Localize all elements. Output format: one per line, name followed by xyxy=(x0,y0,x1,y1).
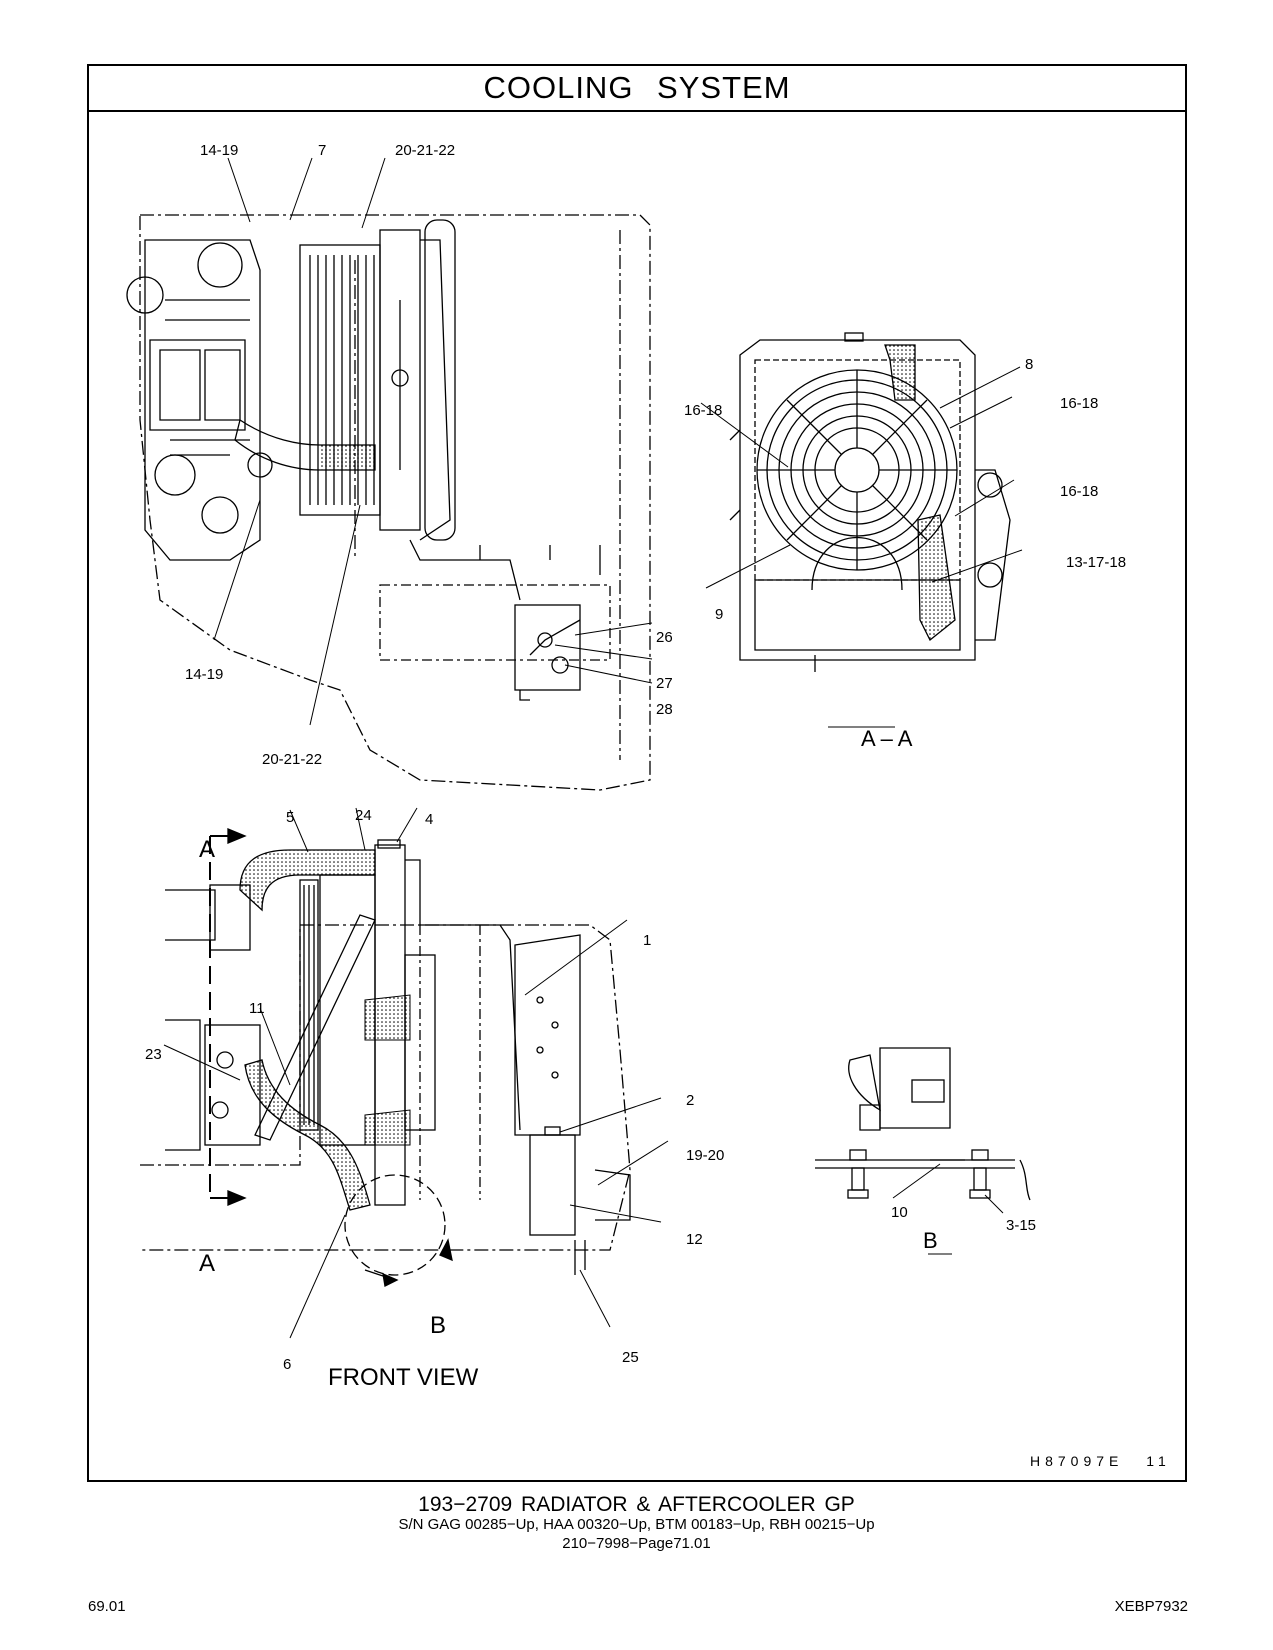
section-arrow-a-top: A xyxy=(199,836,216,863)
page-number: 69.01 xyxy=(88,1598,126,1615)
callout-8: 8 xyxy=(1025,356,1034,373)
callout-6: 6 xyxy=(283,1356,292,1373)
section-aa-label: A – A xyxy=(861,726,913,751)
callout-16-18-left: 16-18 xyxy=(684,402,723,419)
callout-16-18-right-top: 16-18 xyxy=(1060,395,1099,412)
callout-28: 28 xyxy=(656,701,673,718)
section-arrow-a-bottom: A xyxy=(199,1250,216,1277)
callout-24: 24 xyxy=(355,807,372,824)
callout-9: 9 xyxy=(715,606,724,623)
callout-26: 26 xyxy=(656,629,673,646)
serial-numbers: S/N GAG 00285−Up, HAA 00320−Up, BTM 0018… xyxy=(398,1516,875,1533)
callout-20-21-22-top: 20-21-22 xyxy=(395,142,456,159)
callout-4: 4 xyxy=(425,811,434,828)
callout-5: 5 xyxy=(286,809,295,826)
callout-27: 27 xyxy=(656,675,673,692)
section-aa-view xyxy=(729,332,1011,672)
detail-b-view xyxy=(815,1047,1031,1201)
detail-arrow-b: B xyxy=(430,1312,447,1339)
part-title: 193−2709 RADIATOR & AFTERCOOLER GP xyxy=(418,1493,855,1516)
callout-3-15: 3-15 xyxy=(1006,1217,1037,1234)
page-title: COOLING SYSTEM xyxy=(483,70,791,105)
callout-19-20: 19-20 xyxy=(686,1147,725,1164)
callout-1: 1 xyxy=(643,932,652,949)
callout-16-18-right-mid: 16-18 xyxy=(1060,483,1099,500)
leaders-engine-view xyxy=(213,157,653,726)
title-bar: COOLING SYSTEM xyxy=(89,66,1185,112)
document-id: XEBP7932 xyxy=(1114,1598,1188,1615)
callout-14-19-top: 14-19 xyxy=(200,142,239,159)
section-b-label: B xyxy=(923,1228,938,1253)
callout-14-19-bottom: 14-19 xyxy=(185,666,224,683)
leaders-front-view xyxy=(163,807,669,1339)
leaders-detail-b xyxy=(892,1163,1004,1255)
callout-10: 10 xyxy=(891,1204,908,1221)
callout-7: 7 xyxy=(318,142,327,159)
callout-11: 11 xyxy=(249,1000,265,1017)
illustration-code: H87097E 11 xyxy=(1030,1453,1171,1469)
engine-side-view xyxy=(126,214,651,791)
callout-12: 12 xyxy=(686,1231,703,1248)
callout-20-21-22-bottom: 20-21-22 xyxy=(262,751,323,768)
callout-23: 23 xyxy=(145,1046,162,1063)
leaders-section-aa xyxy=(700,366,1023,728)
callout-13-17-18: 13-17-18 xyxy=(1066,554,1127,571)
callout-25: 25 xyxy=(622,1349,639,1366)
drawing-frame: COOLING SYSTEM xyxy=(87,64,1187,1482)
front-view-label: FRONT VIEW xyxy=(328,1364,479,1391)
page-reference: 210−7998−Page71.01 xyxy=(562,1535,711,1552)
callout-2: 2 xyxy=(686,1092,695,1109)
front-view xyxy=(140,828,631,1287)
